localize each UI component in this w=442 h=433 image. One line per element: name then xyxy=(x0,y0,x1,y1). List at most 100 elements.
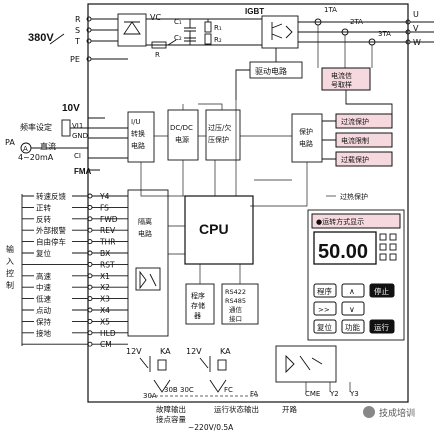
input-terminal-r: R xyxy=(75,15,81,24)
input-terminal-label: FS xyxy=(100,203,109,212)
program-memory-label-2: 存储 xyxy=(191,301,205,310)
input-terminal-pe: PE xyxy=(70,55,80,64)
rectifier-vc xyxy=(117,13,147,47)
capacitor-c1-label: C₁ xyxy=(174,18,182,26)
dc-label: 直流 xyxy=(40,141,56,151)
relay-terminal-30b: 30B xyxy=(164,386,178,394)
keypad-button-program[interactable]: 程序 xyxy=(313,283,337,298)
contact-rating-label: ~220V/0.5A xyxy=(188,423,234,432)
supply-voltage-label: 380V xyxy=(28,32,54,44)
output-terminal-u: U xyxy=(413,10,419,19)
input-function-label: 接地 xyxy=(36,328,51,338)
cme-terminal: CME xyxy=(305,390,320,398)
input-terminal-s: S xyxy=(75,26,80,35)
current-signal-label-2: 号取样 xyxy=(331,80,352,89)
lcd-display xyxy=(313,231,377,265)
input-row-x3: 低速 X3 xyxy=(22,294,128,304)
input-terminal-label: CM xyxy=(100,340,112,349)
resistor-r1-label: R₁ xyxy=(214,24,222,32)
program-memory-label-3: 器 xyxy=(194,312,201,320)
dcdc-power-block xyxy=(167,109,199,161)
relay-ka-label: KA xyxy=(160,347,171,356)
input-function-label: 自由停车 xyxy=(36,237,66,247)
input-function-label: 保持 xyxy=(36,316,51,326)
run-key-label: 运行 xyxy=(374,322,389,332)
input-function-label: 外部报警 xyxy=(36,225,66,235)
keypad-button-down[interactable]: ∨ xyxy=(341,301,365,316)
program-memory-label-1: 程序 xyxy=(191,291,205,300)
y2-terminal: Y2 xyxy=(329,390,339,398)
rectifier-vc-label: VC xyxy=(150,13,161,22)
overvoltage-label-1: 过压/欠 xyxy=(208,123,231,132)
watermark: 技成培训 xyxy=(363,406,415,419)
shift-arrow-icon: >> xyxy=(318,306,330,314)
iu-label-1: I/U xyxy=(131,118,141,126)
input-terminal-label: HLD xyxy=(100,329,116,338)
keypad-button-function[interactable]: 功能 xyxy=(341,319,365,334)
input-group-title-4: 制 xyxy=(6,280,14,290)
fma-terminal: FMA xyxy=(74,167,92,176)
input-terminal-label: THR xyxy=(99,238,115,247)
input-terminal-label: RST xyxy=(100,260,115,269)
overload-label: 过载保护 xyxy=(341,155,369,164)
function-key-label: 功能 xyxy=(345,322,360,332)
input-terminal-label: X5 xyxy=(100,317,110,326)
down-arrow-icon: ∨ xyxy=(349,305,355,314)
stop-key-label: 停止 xyxy=(374,286,389,296)
keypad-button-run[interactable]: 运行 xyxy=(369,319,395,334)
comm-label-3: 通信 xyxy=(229,305,243,314)
input-function-label: 复位 xyxy=(36,248,51,258)
open-collector-label: 开路 xyxy=(282,404,297,414)
analog-inputs: 10V 频率设定 VI1 GND A PA 直流 4~20mA CI FMA xyxy=(5,103,128,176)
input-function-label: 点动 xyxy=(36,305,51,315)
keypad-button-reset[interactable]: 复位 xyxy=(313,319,337,334)
keypad-button-stop[interactable]: 停止 xyxy=(369,283,395,298)
inverter-enclosure xyxy=(87,3,409,403)
overvoltage-protect-block xyxy=(205,109,241,161)
relay-12v-label: 12V xyxy=(126,347,142,356)
fa-terminal: FA xyxy=(250,390,258,398)
keypad-button-shift[interactable]: >> xyxy=(313,301,337,316)
input-group-title-3: 控 xyxy=(6,268,14,278)
ct-1ta-label: 1TA xyxy=(324,6,337,14)
input-function-label: 低速 xyxy=(36,294,51,304)
comm-label-2: RS485 xyxy=(225,297,246,305)
comm-label-4: 接口 xyxy=(229,314,242,323)
run-status-label: 运行状态输出 xyxy=(214,404,259,414)
program-key-label: 程序 xyxy=(317,286,332,296)
overcurrent-label: 过流保护 xyxy=(341,117,369,126)
display-mode-label: ●运转方式显示 xyxy=(316,217,364,226)
charge-resistor-label: R xyxy=(155,51,160,59)
keypad-panel: ●运转方式显示 50.00 程序 ∧ 停止 >> ∨ 复位 xyxy=(307,209,405,341)
protection-circuit-block xyxy=(291,113,323,163)
comm-label-1: RS422 xyxy=(225,288,246,296)
input-terminal-t: T xyxy=(74,37,80,46)
input-row-rst: RST xyxy=(22,260,128,269)
status-12v-label: 12V xyxy=(186,347,202,356)
input-function-label: 反转 xyxy=(36,214,51,224)
output-terminal-w: W xyxy=(413,38,421,47)
input-group-title-2: 入 xyxy=(6,257,14,266)
input-terminal-label: X3 xyxy=(100,295,110,304)
up-arrow-icon: ∧ xyxy=(349,287,355,296)
protection-label-2: 电路 xyxy=(299,139,313,148)
output-terminal-v: V xyxy=(413,24,419,33)
svg-text:A: A xyxy=(23,145,28,153)
cpu-label: CPU xyxy=(199,221,229,237)
input-row-x5: 保持 X5 xyxy=(22,316,128,326)
power-stage: 380V R S T PE VC R C₁ C₂ R₁ R₂ IGBT xyxy=(28,6,434,68)
reset-key-label: 复位 xyxy=(317,322,332,332)
iu-label-2: 转换 xyxy=(131,129,145,138)
keypad-button-up[interactable]: ∧ xyxy=(341,283,365,298)
pa-label: PA xyxy=(5,138,15,147)
isolation-circuit-block xyxy=(127,189,169,337)
watermark-text: 技成培训 xyxy=(379,407,415,419)
input-terminal-label: Y4 xyxy=(99,192,110,201)
input-group-title-1: 输 xyxy=(6,244,14,254)
